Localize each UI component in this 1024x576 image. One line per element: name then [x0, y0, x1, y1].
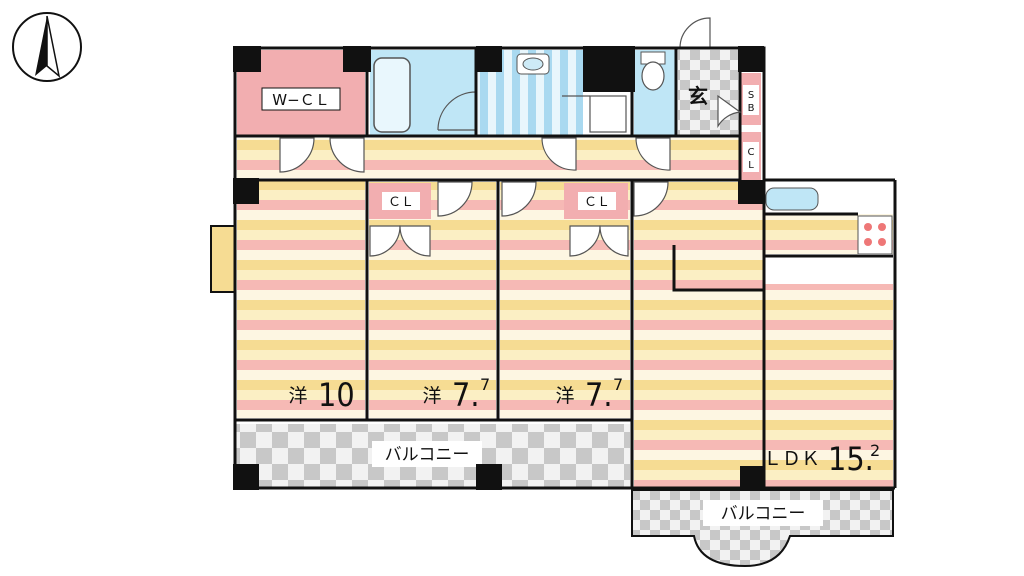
room2-type: 洋 — [422, 385, 441, 407]
room2-size-sup: 7 — [480, 375, 490, 394]
sb-label: S — [748, 90, 754, 101]
svg-text:B: B — [748, 103, 755, 114]
columns — [233, 46, 764, 490]
room3-size: 7. — [585, 376, 612, 414]
room2-size: 7. — [452, 376, 479, 414]
kitchen-sink — [765, 187, 819, 211]
bay-window — [210, 225, 236, 293]
cl-room2-label: ＣＬ — [388, 195, 414, 210]
room3-type: 洋 — [555, 385, 574, 407]
room3-size-sup: 7 — [613, 375, 623, 394]
svg-text:L: L — [748, 160, 754, 171]
doors — [279, 94, 742, 257]
room-western-7-7-b — [500, 182, 630, 418]
room1-type: 洋 — [288, 385, 307, 407]
entrance-label: 玄 — [688, 84, 708, 108]
stove — [857, 215, 893, 255]
north-arrow-icon — [12, 12, 82, 82]
entrance — [678, 50, 738, 136]
toilet-icon — [641, 61, 665, 91]
cl-room3-label: ＣＬ — [584, 195, 610, 210]
bathtub — [373, 57, 411, 133]
balcony-east-label: バルコニー — [721, 504, 806, 524]
balcony-west-label: バルコニー — [385, 445, 470, 465]
ldk-size: 15. — [828, 440, 874, 478]
cl-hall-label: C — [748, 147, 755, 158]
ldk-size-sup: 2 — [870, 441, 880, 460]
entrance-door — [679, 17, 711, 49]
ldk-type: ＬＤＫ — [763, 448, 820, 470]
wcl-label: W−ＣＬ — [272, 91, 329, 109]
room-western-10 — [237, 180, 365, 418]
balcony-east — [631, 489, 894, 568]
room-western-7-7-a — [369, 182, 496, 418]
room1-size: 10 — [318, 376, 355, 414]
washing-machine-space — [589, 95, 627, 133]
